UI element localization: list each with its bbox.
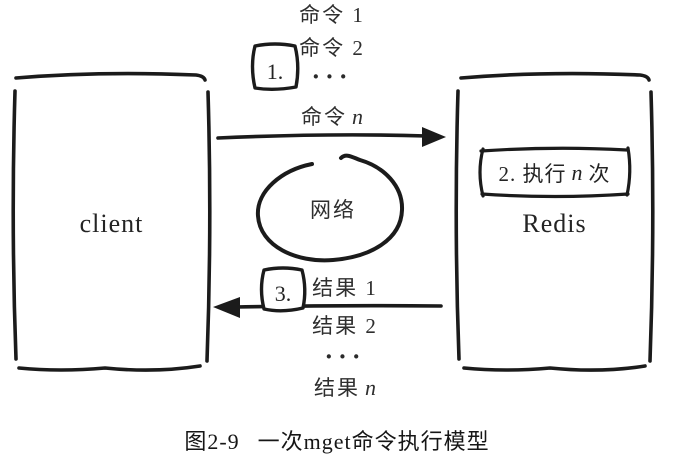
request-arrowhead-icon — [422, 127, 446, 147]
figure-caption: 图2-9 一次mget命令执行模型 — [0, 424, 674, 456]
redis-label: Redis — [522, 209, 587, 238]
response-arrowhead-icon — [213, 297, 240, 318]
client-box — [11, 71, 212, 372]
step2-badge-var: n — [571, 160, 583, 185]
network-oval — [255, 153, 405, 263]
step2-badge-prefix: 2. 执行 — [498, 162, 567, 186]
response-arrow — [213, 297, 443, 318]
network-label: 网络 — [310, 198, 356, 222]
request-line-1: 命令 1 — [299, 3, 365, 27]
step3-badge-box — [259, 266, 307, 313]
request-line-2: 命令 2 — [299, 36, 365, 60]
request-line-n-var: n — [352, 104, 363, 129]
response-line-n-var: n — [365, 375, 376, 400]
response-line-2: 结果 2 — [312, 314, 378, 338]
step1-badge: 1. — [266, 58, 284, 84]
response-line-n-text: 结果 — [314, 376, 360, 400]
request-line-n-text: 命令 — [301, 105, 347, 129]
step3-badge: 3. — [274, 281, 292, 306]
request-arrow — [216, 127, 446, 147]
response-line-1: 结果 1 — [312, 276, 378, 300]
client-label: client — [79, 209, 144, 238]
execute-badge-box — [478, 146, 632, 199]
figure-caption-number: 图2-9 — [184, 429, 240, 454]
response-ellipsis: ··· — [324, 342, 366, 371]
step1-badge-box — [250, 42, 300, 91]
redis-box — [454, 71, 655, 372]
request-ellipsis: ··· — [311, 62, 353, 91]
step2-badge-suffix: 次 — [588, 162, 611, 186]
figure-caption-title: 一次mget命令执行模型 — [257, 429, 490, 454]
